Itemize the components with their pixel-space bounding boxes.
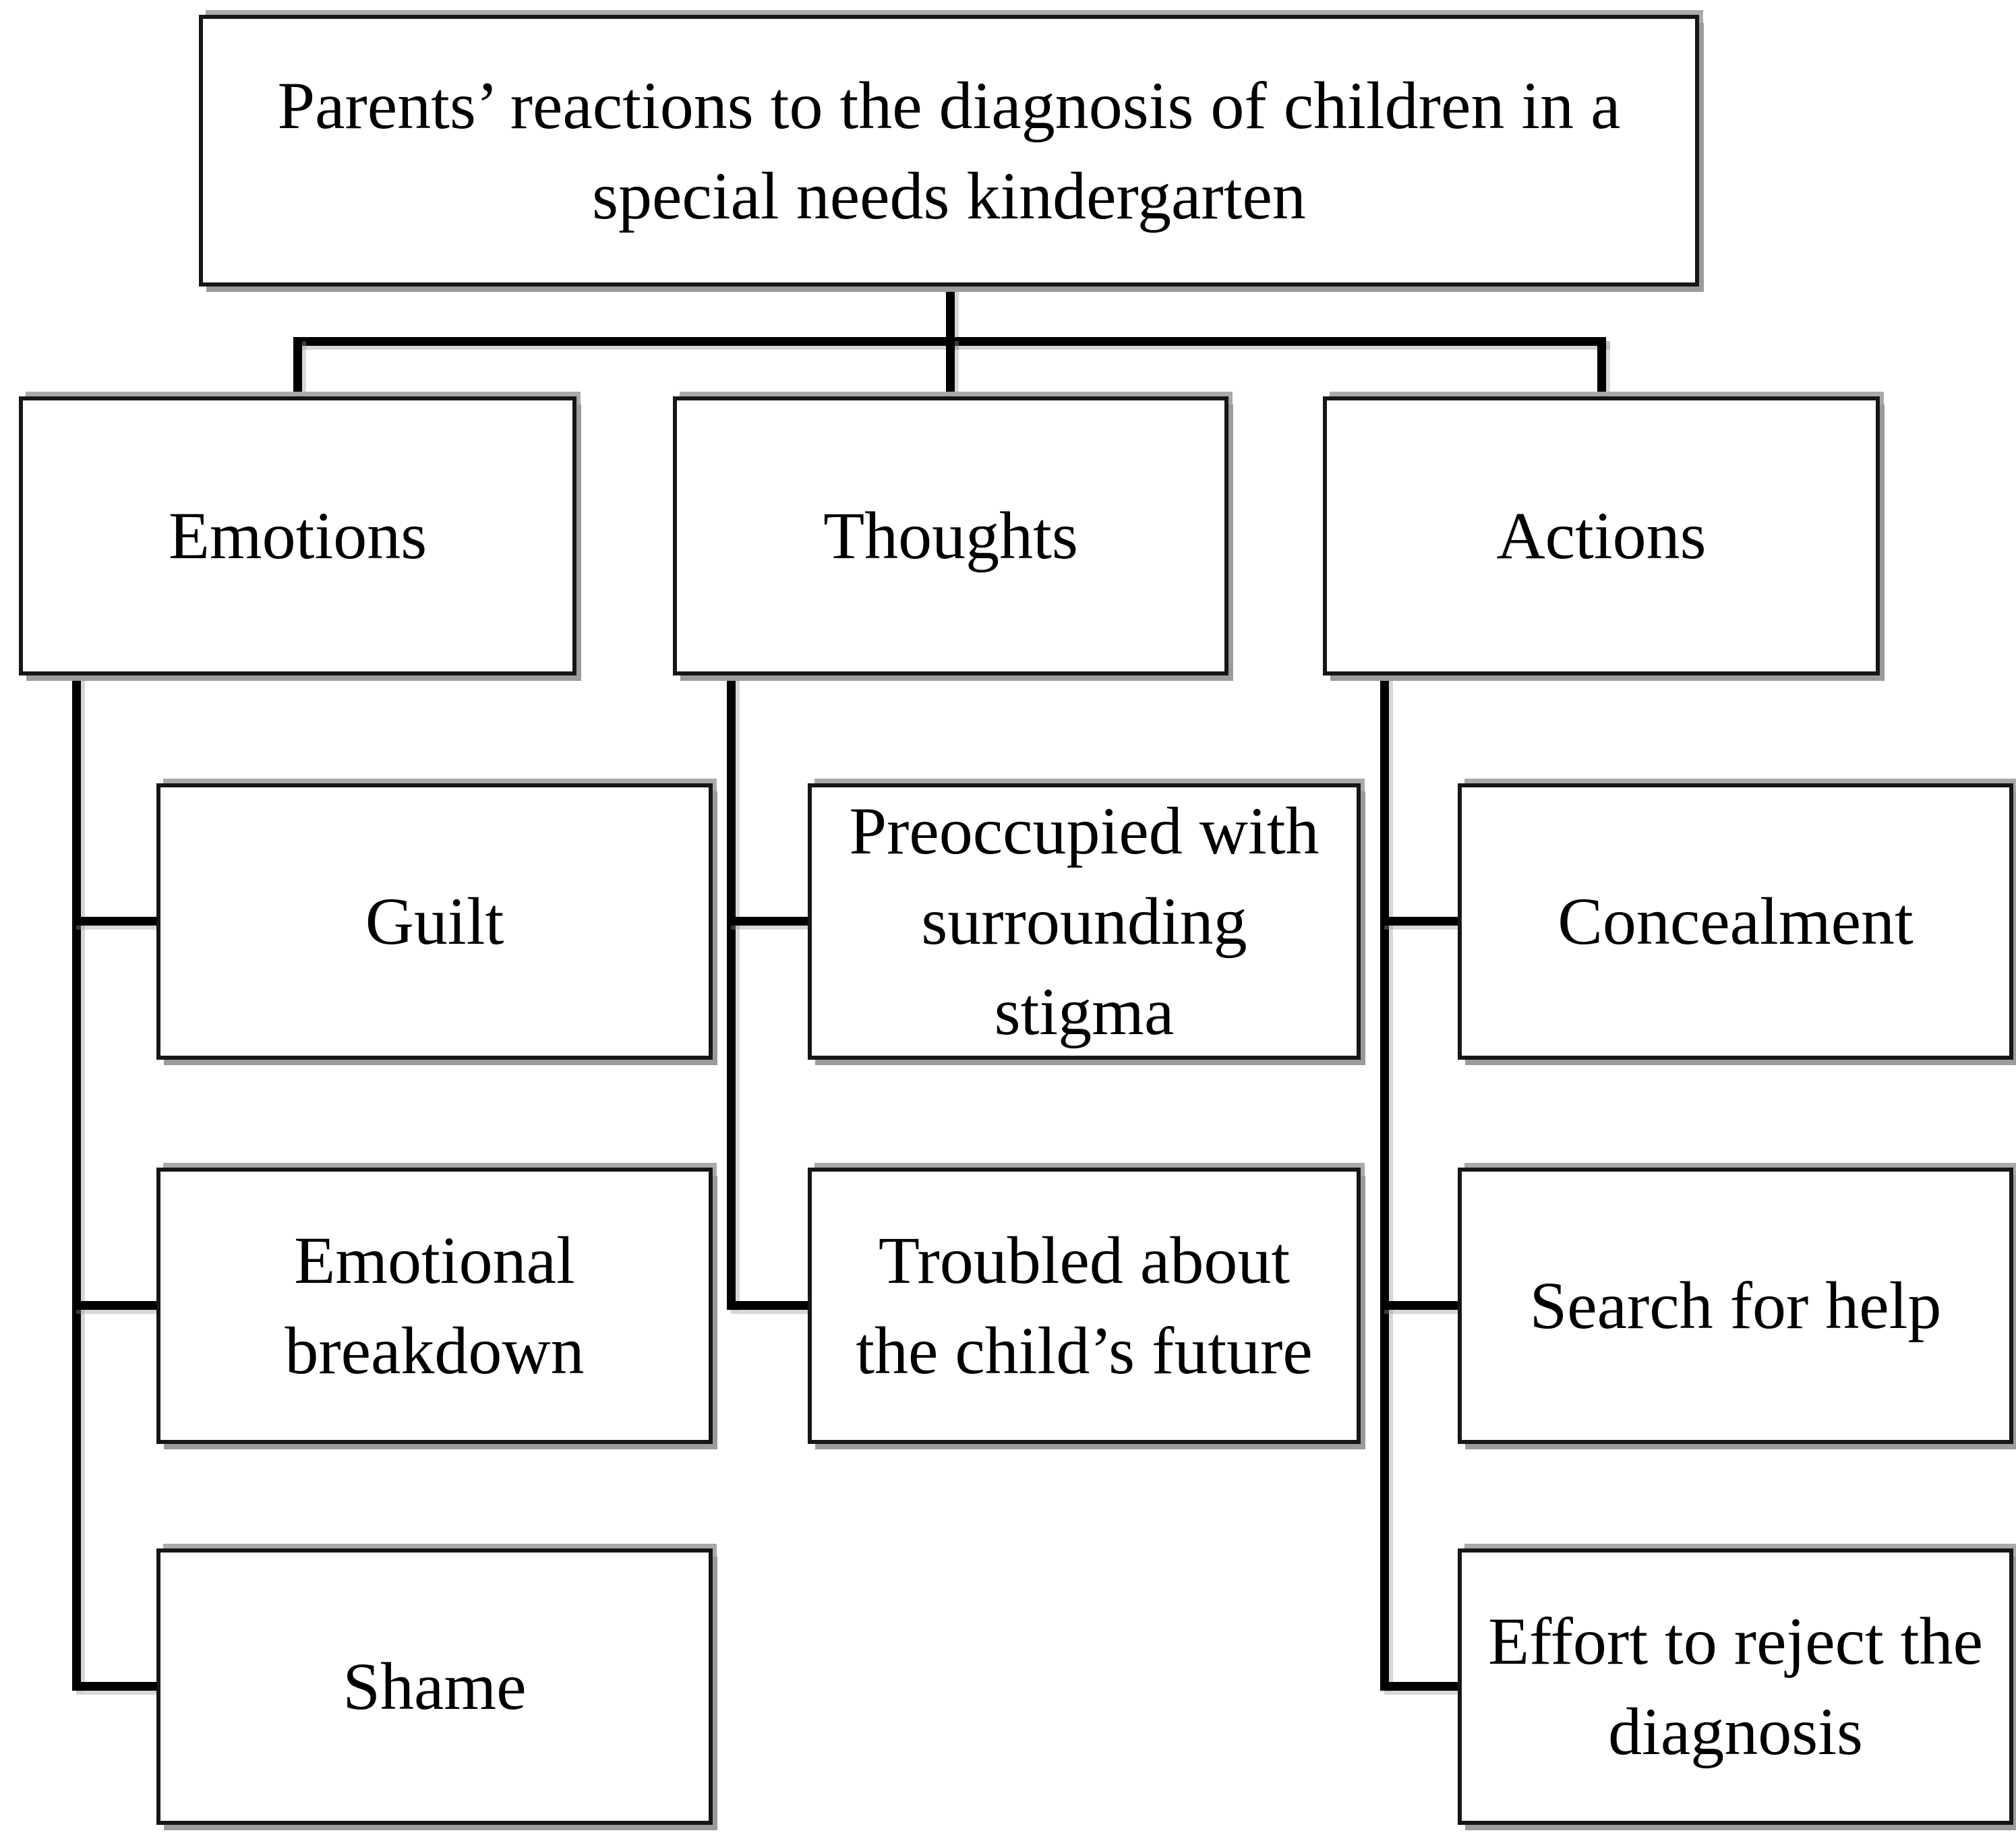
connector-drop-emotions	[293, 337, 302, 401]
connector-tick-guilt	[72, 917, 160, 926]
child-box-shame: Shame	[156, 1548, 713, 1825]
child-reject-diagnosis-label: Effort to reject the diagnosis	[1488, 1604, 1983, 1769]
child-box-troubled-future: Troubled about the child’s future	[808, 1168, 1361, 1444]
branch-box-thoughts: Thoughts	[673, 396, 1228, 675]
connector-trunk-thoughts	[727, 671, 736, 1306]
child-box-guilt: Guilt	[156, 783, 713, 1060]
child-box-reject-diagnosis: Effort to reject the diagnosis	[1458, 1548, 2013, 1825]
child-box-emotional-breakdown: Emotional breakdown	[156, 1168, 713, 1444]
child-box-search-for-help: Search for help	[1458, 1168, 2013, 1444]
connector-tick-search-for-help	[1380, 1301, 1462, 1310]
connector-tick-reject-diagnosis	[1380, 1682, 1462, 1691]
branch-thoughts-label: Thoughts	[823, 498, 1078, 573]
connector-drop-actions	[1597, 337, 1606, 401]
child-box-preoccupied-stigma: Preoccupied with surrounding stigma	[808, 783, 1361, 1060]
root-box-parents-reactions: Parents’ reactions to the diagnosis of c…	[199, 15, 1699, 287]
connector-tick-shame	[72, 1682, 160, 1691]
child-troubled-future-label: Troubled about the child’s future	[856, 1223, 1313, 1388]
connector-tick-emotional-breakdown	[72, 1301, 160, 1310]
child-shame-label: Shame	[343, 1649, 527, 1724]
child-box-concealment: Concealment	[1458, 783, 2013, 1060]
branch-box-emotions: Emotions	[19, 396, 576, 675]
branch-actions-label: Actions	[1496, 498, 1707, 573]
connector-tick-concealment	[1380, 917, 1462, 926]
child-search-for-help-label: Search for help	[1529, 1268, 1942, 1343]
connector-trunk-emotions	[72, 671, 81, 1687]
child-emotional-breakdown-label: Emotional breakdown	[285, 1223, 585, 1388]
connector-trunk-actions	[1380, 671, 1389, 1687]
connector-title-stem	[946, 287, 955, 346]
connector-drop-thoughts	[946, 337, 955, 401]
connector-tick-childs-future	[727, 1301, 812, 1310]
child-guilt-label: Guilt	[365, 884, 504, 959]
child-concealment-label: Concealment	[1558, 884, 1914, 959]
child-preoccupied-stigma-label: Preoccupied with surrounding stigma	[849, 793, 1320, 1049]
root-box-label: Parents’ reactions to the diagnosis of c…	[277, 67, 1621, 233]
branch-box-actions: Actions	[1323, 396, 1880, 675]
branch-emotions-label: Emotions	[168, 498, 427, 573]
connector-tick-stigma	[727, 917, 812, 926]
